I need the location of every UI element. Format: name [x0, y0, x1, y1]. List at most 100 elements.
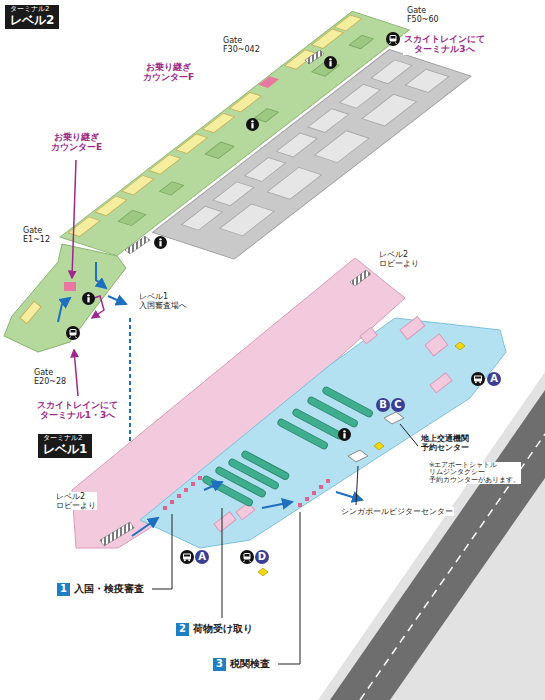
level2-icons-part: [154, 236, 167, 249]
level1-icons-part: [471, 372, 485, 386]
level1-floor-part-part: [430, 373, 452, 393]
level2-floor-part-part-part: [213, 182, 254, 206]
leader-lines-part: [356, 466, 358, 505]
level1-floor-part-part: [177, 494, 181, 498]
level1-floor-part: [348, 450, 368, 462]
area-label: レベル1 入国審査場へ: [138, 292, 188, 310]
level1-icons-part: [455, 342, 465, 350]
level1-floor: [72, 258, 506, 548]
level2-floor-part-part-part: [205, 142, 234, 159]
level1-floor-part-part: [191, 482, 195, 486]
level1-floor-part-part: [425, 334, 448, 356]
level2-floor-part-part-part: [340, 84, 381, 108]
level2-floor-part-part-part: [334, 15, 361, 31]
level1-floor-part-part: [241, 450, 290, 481]
leader-lines-part: [278, 512, 300, 664]
level1-floor-part-part: [400, 316, 425, 339]
level2-floor-part-part-part: [118, 210, 146, 225]
route-marker: C: [391, 398, 405, 412]
level2-floor-part-part-part: [312, 29, 344, 49]
level2-route-arrows-part: [58, 298, 70, 322]
level1-floor-part-part: [305, 497, 309, 501]
level2-floor-part-part: [258, 76, 279, 88]
level2-floor-part-part-part: [254, 108, 278, 121]
level1-floor-part-part: [202, 475, 254, 507]
node-text: A: [490, 374, 498, 384]
level2-floor-part-part-part: [122, 175, 154, 195]
step-callout: 3税関検査: [213, 657, 271, 671]
node-text: 荷物受け取り: [192, 622, 254, 636]
level2-route-arrows-part: [96, 262, 106, 288]
level1-floor-part-part: [163, 506, 167, 510]
level2-floor-part-part-part: [182, 206, 223, 230]
level2-floor-part-part: [68, 15, 361, 236]
level1-route-arrows-part: [262, 502, 292, 508]
gate-label: Gate F50~60: [406, 6, 440, 24]
area-label: レベル2 ロビーより: [55, 492, 97, 510]
leader-lines: [152, 424, 418, 664]
node-text: レベル2: [10, 14, 54, 27]
level1-floor-part: [100, 522, 134, 546]
node-text: D: [258, 552, 266, 562]
level2-icons-part: [82, 292, 95, 305]
level1-icons-part: [180, 550, 194, 564]
node-text: B: [379, 400, 387, 410]
leader-lines-part: [400, 424, 418, 446]
level2-icons-part: [246, 118, 259, 131]
level1-floor-part-part: [312, 491, 316, 495]
level2-floor-part-part: [60, 11, 409, 255]
transfer-note: お乗り継ぎ カウンターF: [142, 62, 195, 83]
level2-floor-part-part-part: [220, 204, 274, 236]
level2-floor-part-part-part: [276, 133, 317, 157]
gate-label: Gate E1~12: [22, 226, 51, 244]
level1-floor-part-part: [319, 485, 323, 489]
level2-icons-part: [66, 326, 80, 340]
level2-floor-part-part-part: [308, 109, 349, 133]
level2-floor-part-part-part: [176, 134, 208, 154]
level1-icons-part: [374, 442, 384, 450]
level2-floor: [4, 11, 495, 352]
area-label: シンガポールビジターセンター: [340, 507, 454, 516]
node-text: ターミナル2: [10, 6, 54, 14]
leader-lines-part: [152, 514, 172, 589]
node-text: A: [198, 552, 206, 562]
level2-floor-part: [64, 282, 76, 291]
level2-floor-part: [305, 50, 324, 64]
level-badge: ターミナル2レベル1: [38, 434, 92, 458]
level1-route-arrows-part: [204, 482, 222, 490]
gate-label: Gate E20~28: [33, 368, 67, 386]
facility-label: 地上交通機関 予約センター: [420, 434, 470, 452]
level1-icons-part: [338, 428, 351, 441]
route-marker: A: [195, 550, 209, 564]
footnote: ※エアポートシャトル リムジンタクシー 予約カウンターがあります。: [428, 462, 521, 484]
level2-floor-part-part-part: [160, 182, 184, 195]
level2-floor-part-part-part: [349, 35, 373, 48]
road-part: [360, 434, 545, 700]
level1-floor-part-part: [170, 500, 174, 504]
node-text: 税関検査: [229, 657, 271, 671]
level1-floor-part: [140, 318, 506, 548]
level2-floor-part: [20, 301, 41, 324]
level2-icons-part: [324, 56, 337, 69]
level1-floor-part: [350, 270, 371, 286]
level2-floor-part-part-part: [149, 155, 181, 175]
level1-route-arrows-part: [336, 492, 362, 500]
node-text: ターミナル2: [43, 435, 87, 443]
route-marker: D: [255, 550, 269, 564]
level2-floor-part-part-part: [405, 69, 448, 92]
level2-route-arrows-part: [74, 350, 78, 396]
level2-floor-part: [4, 244, 126, 352]
route-marker: B: [376, 398, 390, 412]
transfer-note: お乗り継ぎ カウンターE: [50, 132, 103, 153]
level1-floor-part-part: [326, 479, 330, 483]
route-marker: A: [487, 372, 501, 386]
level-badge: ターミナル2レベル2: [5, 5, 59, 29]
level2-floor-part: [125, 236, 150, 254]
node-text: 入国・検疫審査: [73, 582, 145, 596]
level2-floor-part: [60, 11, 495, 283]
node-text: C: [394, 400, 401, 410]
level2-floor-part-part-part: [371, 60, 412, 84]
level2-icons-part: [386, 32, 400, 46]
level2-floor-part-part-part: [315, 131, 369, 163]
level1-route-arrows-part: [132, 518, 158, 536]
